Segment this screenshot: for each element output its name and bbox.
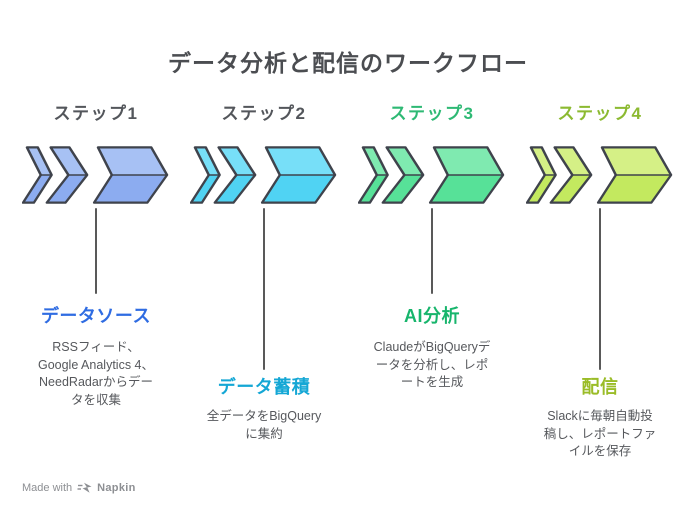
step-label: データ蓄積 [217, 377, 311, 397]
chevron-arrows-icon [526, 146, 673, 204]
step-label: AI分析 [404, 306, 460, 326]
description-line: イルを保存 [568, 444, 632, 458]
step-column-1: ステップ1 データソース RSSフィード、 Google Analytics 4… [16, 0, 176, 516]
description-line: Slackに毎朝自動投 [547, 409, 653, 423]
connector-line [95, 208, 97, 294]
step-description: Slackに毎朝自動投 稿し、レポートファ イルを保存 [522, 408, 678, 461]
description-line: ートを生成 [400, 375, 464, 389]
step-header: ステップ4 [557, 104, 643, 123]
step-description: ClaudeがBigQueryデ ータを分析し、レポ ートを生成 [354, 339, 510, 392]
description-line: タを収集 [70, 392, 121, 407]
chevron-small [358, 146, 389, 204]
connector-line [431, 208, 433, 294]
step-description: 全データをBigQuery に集約 [186, 408, 342, 443]
step-header: ステップ3 [389, 104, 475, 123]
description-line: ータを分析し、レポ [375, 357, 489, 372]
napkin-logo-icon [77, 482, 92, 493]
chevron-medium [549, 146, 593, 204]
page-title: データ分析と配信のワークフロー [168, 50, 528, 76]
made-with-label: Made with [22, 482, 73, 494]
chevron-small [526, 146, 557, 204]
description-line: 全データをBigQuery [206, 409, 322, 423]
description-line: 稿し、レポートファ [543, 426, 657, 441]
description-line: RSSフィード、 [52, 340, 140, 354]
step-description: RSSフィード、 Google Analytics 4、 NeedRadarから… [18, 339, 174, 409]
brand-name: Napkin [97, 482, 136, 494]
description-line: NeedRadarからデー [39, 375, 153, 389]
connector-line [599, 208, 601, 370]
made-with-napkin-credit[interactable]: Made with Napkin [22, 482, 136, 494]
step-header: ステップ1 [53, 104, 139, 123]
description-line: Google Analytics 4、 [37, 357, 155, 372]
step-header: ステップ2 [221, 104, 307, 123]
chevron-arrows-icon [358, 146, 505, 204]
connector-line [263, 208, 265, 370]
step-label: 配信 [581, 377, 619, 397]
step-label: データソース [40, 306, 152, 326]
step-column-2: ステップ2 データ蓄積 全データをBigQuery に集約 [184, 0, 344, 516]
description-line: ClaudeがBigQueryデ [373, 340, 491, 354]
chevron-arrows-icon [22, 146, 169, 204]
step-column-3: ステップ3 AI分析 ClaudeがBigQueryデ ータを分析し、レポ ート… [352, 0, 512, 516]
chevron-arrows-icon [190, 146, 337, 204]
step-column-4: ステップ4 配信 Slackに毎朝自動投 稿し、レポートファ イルを保存 [520, 0, 680, 516]
description-line: に集約 [245, 426, 283, 441]
